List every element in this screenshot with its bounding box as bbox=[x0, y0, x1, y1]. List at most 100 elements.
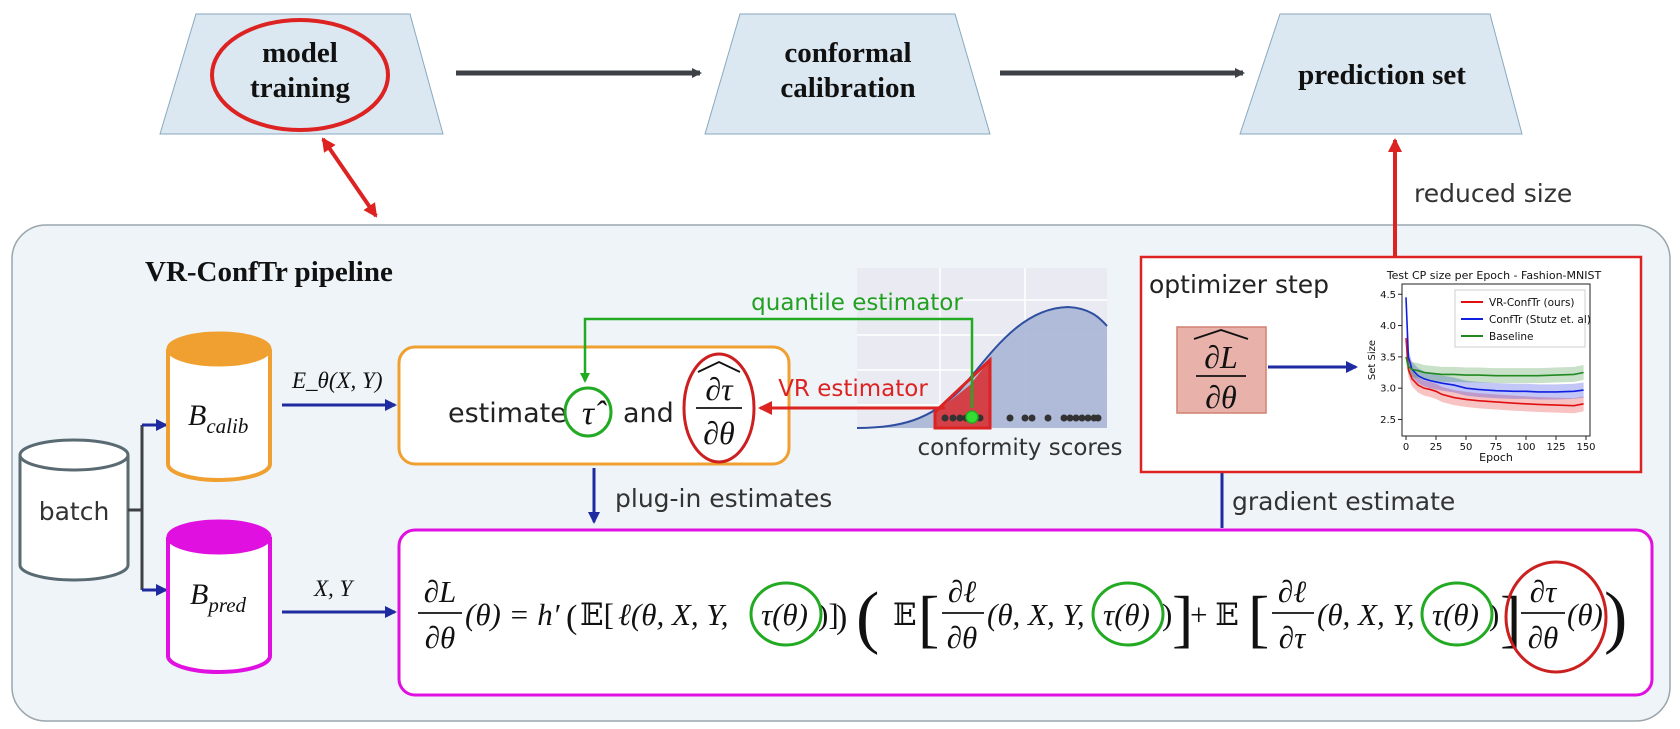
b-pred-cylinder bbox=[166, 519, 272, 674]
svg-text:]: ] bbox=[1172, 583, 1193, 654]
tau-theta-circle-1 bbox=[749, 581, 823, 647]
gradient-estimate-label: gradient estimate bbox=[1232, 487, 1455, 516]
svg-text:[: [ bbox=[918, 583, 939, 654]
reduced-size-label: reduced size bbox=[1414, 179, 1572, 208]
svg-text:)]: )] bbox=[818, 597, 839, 632]
svg-text:): ) bbox=[1162, 597, 1172, 632]
svg-text:∂L: ∂L bbox=[1204, 339, 1238, 375]
model-training-highlight bbox=[210, 18, 390, 132]
tau-theta-circle-2 bbox=[1091, 581, 1165, 647]
gradient-formula: ∂L ∂θ (θ) = h′ ( 𝔼[ ℓ(θ, X, Y, τ(θ) )] )… bbox=[418, 574, 1627, 656]
svg-text:∂ℓ: ∂ℓ bbox=[948, 574, 976, 609]
svg-text:∂θ: ∂θ bbox=[1528, 620, 1559, 655]
svg-text:τ(θ): τ(θ) bbox=[1432, 597, 1479, 632]
dtau-dtheta-circle bbox=[682, 352, 756, 464]
chart-series-line-2 bbox=[1405, 356, 1584, 377]
prediction-set-node bbox=[1239, 13, 1523, 135]
chart-series-line-1 bbox=[1405, 297, 1584, 393]
svg-text:𝔼: 𝔼 bbox=[893, 597, 917, 632]
svg-text:∂θ: ∂θ bbox=[947, 620, 978, 655]
svg-text:(θ, X, Y,: (θ, X, Y, bbox=[987, 597, 1085, 632]
svg-text:∂τ: ∂τ bbox=[705, 371, 734, 407]
chart-xtick-label: 100 bbox=[1516, 442, 1535, 453]
chart-legend-label: VR-ConfTr (ours) bbox=[1489, 297, 1575, 309]
pred-arrow-label: X, Y bbox=[313, 576, 355, 601]
quantile-estimator-arrow bbox=[580, 317, 974, 408]
chart-legend-label: ConfTr (Stutz et. al) bbox=[1489, 314, 1591, 326]
svg-text:∂ℓ: ∂ℓ bbox=[1278, 574, 1306, 609]
dl-dtheta-box bbox=[1176, 326, 1267, 414]
chart-ylabel: Set Size bbox=[1367, 340, 1378, 380]
svg-text:∂L: ∂L bbox=[424, 574, 457, 609]
chart-ytick-label: 3.5 bbox=[1380, 352, 1396, 363]
tau-theta-circle-3 bbox=[1420, 581, 1494, 647]
svg-text:+ 𝔼: + 𝔼 bbox=[1190, 597, 1239, 632]
svg-text:∂θ: ∂θ bbox=[1205, 379, 1237, 415]
svg-text:(θ) = h′: (θ) = h′ bbox=[465, 597, 561, 632]
chart-xtick-label: 125 bbox=[1546, 442, 1565, 453]
svg-text:∂τ: ∂τ bbox=[1530, 574, 1558, 609]
dtau-dtheta-formula-circle bbox=[1504, 560, 1608, 674]
svg-text:): ) bbox=[1604, 579, 1627, 656]
conformity-scores-label: conformity scores bbox=[917, 435, 1122, 461]
tau-hat-circle bbox=[563, 386, 613, 438]
chart-ytick-label: 3.0 bbox=[1380, 384, 1396, 395]
chart-xtick-label: 150 bbox=[1576, 442, 1595, 453]
svg-text:ℓ(θ, X, Y,: ℓ(θ, X, Y, bbox=[618, 597, 729, 632]
b-calib-cylinder bbox=[166, 331, 272, 482]
training-pipeline-link-arrow bbox=[321, 137, 378, 218]
chart-series-line-0 bbox=[1405, 338, 1584, 407]
svg-text:(: ( bbox=[856, 579, 879, 656]
svg-text:∂θ: ∂θ bbox=[425, 620, 456, 655]
pipeline-title: VR-ConfTr pipeline bbox=[145, 256, 393, 288]
test-cp-size-chart: Test CP size per Epoch - Fashion-MNIST 0… bbox=[1367, 269, 1601, 464]
svg-text:): ) bbox=[836, 599, 847, 636]
and-text: and bbox=[623, 398, 674, 429]
chart-ytick-label: 4.0 bbox=[1380, 321, 1396, 332]
conformity-scores-plot bbox=[856, 268, 1108, 430]
conformal-calibration-node bbox=[704, 13, 991, 135]
dl-dtheta-hat-fraction: ∂L ∂θ bbox=[1193, 329, 1249, 415]
quantile-estimator-label: quantile estimator bbox=[751, 290, 963, 316]
chart-xtick-label: 0 bbox=[1403, 442, 1409, 453]
chart-ytick-label: 2.5 bbox=[1380, 415, 1396, 426]
chart-legend-label: Baseline bbox=[1489, 331, 1534, 343]
conformal-calibration-line1: conformal bbox=[784, 37, 911, 69]
batch-label: batch bbox=[39, 497, 110, 526]
optimizer-step-label: optimizer step bbox=[1149, 270, 1329, 299]
chart-xtick-label: 75 bbox=[1490, 442, 1503, 453]
svg-text:∂θ: ∂θ bbox=[703, 415, 735, 451]
chart-xtick-label: 25 bbox=[1430, 442, 1443, 453]
b-calib-label: Bcalib bbox=[188, 399, 248, 438]
svg-text:τ(θ): τ(θ) bbox=[761, 597, 808, 632]
plug-in-estimates-label: plug-in estimates bbox=[615, 484, 832, 513]
calib-arrow-label: E_θ(X, Y) bbox=[291, 368, 383, 393]
estimate-text: estimate bbox=[448, 398, 567, 429]
chart-legend: VR-ConfTr (ours) ConfTr (Stutz et. al) Bas… bbox=[1454, 289, 1591, 348]
model-training-line1: model bbox=[262, 37, 338, 69]
model-training-line2: training bbox=[250, 72, 350, 104]
svg-text:(θ, X, Y,: (θ, X, Y, bbox=[1317, 597, 1415, 632]
svg-text:𝔼[: 𝔼[ bbox=[580, 597, 614, 632]
conformal-calibration-line2: calibration bbox=[780, 72, 915, 104]
prediction-set-label: prediction set bbox=[1298, 59, 1466, 91]
chart-xlabel: Epoch bbox=[1479, 451, 1513, 464]
chart-band-0 bbox=[1406, 330, 1584, 414]
batch-split-connector bbox=[128, 425, 144, 590]
svg-text:]: ] bbox=[1500, 583, 1521, 654]
svg-text:(θ): (θ) bbox=[1567, 597, 1603, 632]
dtau-dtheta-fraction: ∂τ ∂θ bbox=[696, 361, 742, 451]
vr-estimator-label: VR estimator bbox=[778, 376, 928, 402]
svg-text:(: ( bbox=[566, 599, 577, 636]
chart-ytick-label: 4.5 bbox=[1380, 290, 1396, 301]
batch-cylinder bbox=[18, 438, 130, 582]
gradient-formula-box bbox=[397, 528, 1654, 697]
svg-text:): ) bbox=[1489, 597, 1499, 632]
svg-text:τ(θ): τ(θ) bbox=[1103, 597, 1150, 632]
svg-text:∂τ: ∂τ bbox=[1279, 620, 1307, 655]
chart-xtick-label: 50 bbox=[1460, 442, 1473, 453]
b-pred-label: Bpred bbox=[190, 578, 247, 617]
chart-title: Test CP size per Epoch - Fashion-MNIST bbox=[1386, 269, 1602, 282]
chart-band-1 bbox=[1406, 289, 1584, 400]
